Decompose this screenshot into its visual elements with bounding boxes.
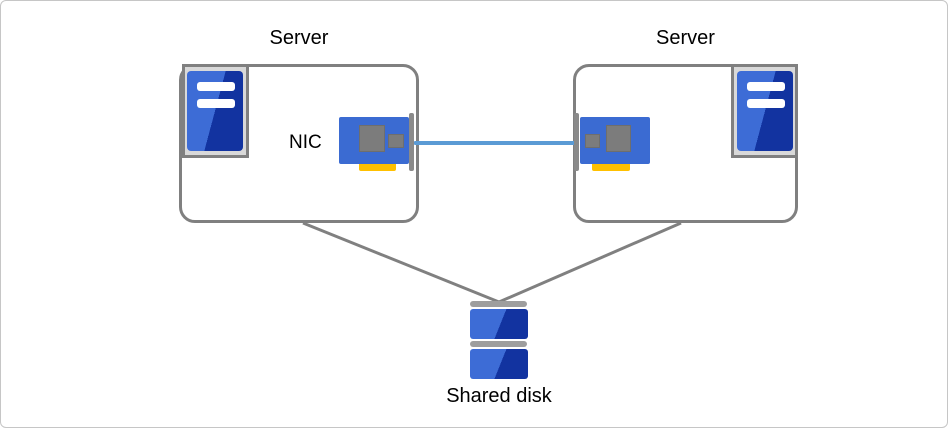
server-right-label: Server: [656, 27, 715, 49]
nic-chip-large: [606, 125, 631, 152]
server-tower-icon-left: [182, 64, 249, 158]
server-tower-icon-right: [731, 64, 798, 158]
disk-platter-body: [470, 309, 528, 339]
nic-card-icon-right: [580, 117, 650, 171]
nic-bracket-left: [409, 113, 414, 171]
network-link-line: [414, 141, 579, 145]
left-server-to-disk-line: [302, 221, 500, 304]
shared-disk-label: Shared disk: [446, 385, 552, 407]
disk-platter-bar: [470, 341, 527, 347]
nic-chip-small: [585, 134, 600, 148]
tower-slot: [197, 99, 235, 108]
nic-pci-connector: [359, 164, 396, 171]
tower-slot: [747, 99, 785, 108]
nic-card-icon-left: [339, 117, 409, 171]
nic-pci-connector: [592, 164, 630, 171]
disk-platter-body: [470, 349, 528, 379]
tower-slot: [747, 82, 785, 91]
nic-chip-small: [388, 134, 404, 148]
right-server-to-disk-line: [498, 221, 682, 304]
disk-platter-bar: [470, 301, 527, 307]
tower-slot: [197, 82, 235, 91]
nic-label: NIC: [289, 132, 322, 153]
nic-bracket-right: [574, 113, 579, 171]
server-left-label: Server: [269, 27, 329, 49]
nic-chip-large: [359, 125, 385, 152]
